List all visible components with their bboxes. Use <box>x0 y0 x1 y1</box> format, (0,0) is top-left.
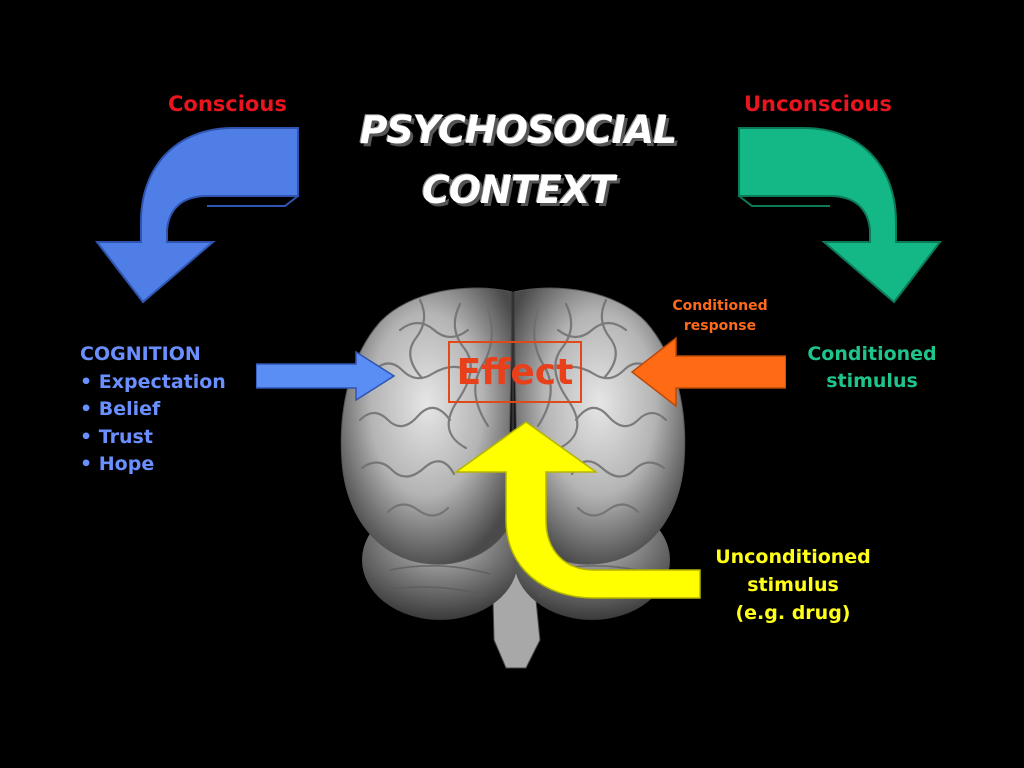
conditioned-stimulus-label: Conditioned stimulus <box>792 341 952 395</box>
unconditioned-stimulus-line-2: stimulus <box>747 574 839 596</box>
conditioned-response-line-1: Conditioned <box>672 298 768 314</box>
cognition-list: • Expectation • Belief • Trust • Hope <box>80 369 226 479</box>
green-curved-arrow <box>738 127 942 304</box>
brain-folds <box>358 298 668 517</box>
effect-label: Effect <box>456 351 574 393</box>
title-line-2: CONTEXT <box>421 168 615 212</box>
cognition-item-trust: • Trust <box>80 425 153 448</box>
cognition-item-belief: • Belief <box>80 398 161 420</box>
conscious-label: Conscious <box>168 92 287 116</box>
conditioned-response-label: Conditioned response <box>660 296 780 336</box>
cognition-heading: COGNITION <box>80 343 201 365</box>
cognition-item-expectation: • Expectation <box>80 370 226 393</box>
cognition-block: COGNITION • Expectation • Belief • Trust… <box>80 341 226 479</box>
unconditioned-stimulus-label: Unconditioned stimulus (e.g. drug) <box>700 543 886 627</box>
effect-box: Effect <box>448 341 582 403</box>
conditioned-response-line-2: response <box>683 318 757 334</box>
blue-straight-arrow <box>256 350 396 402</box>
conditioned-stimulus-line-1: Conditioned <box>807 343 937 365</box>
title-line-1: PSYCHOSOCIAL <box>359 108 678 152</box>
yellow-curved-arrow <box>454 421 701 599</box>
conditioned-stimulus-line-2: stimulus <box>826 370 918 392</box>
unconditioned-stimulus-line-1: Unconditioned <box>715 546 871 568</box>
blue-curved-arrow <box>95 127 299 304</box>
unconditioned-stimulus-line-3: (e.g. drug) <box>735 602 851 624</box>
orange-arrow <box>630 336 786 408</box>
cognition-item-hope: • Hope <box>80 453 155 475</box>
unconscious-label: Unconscious <box>744 92 892 116</box>
